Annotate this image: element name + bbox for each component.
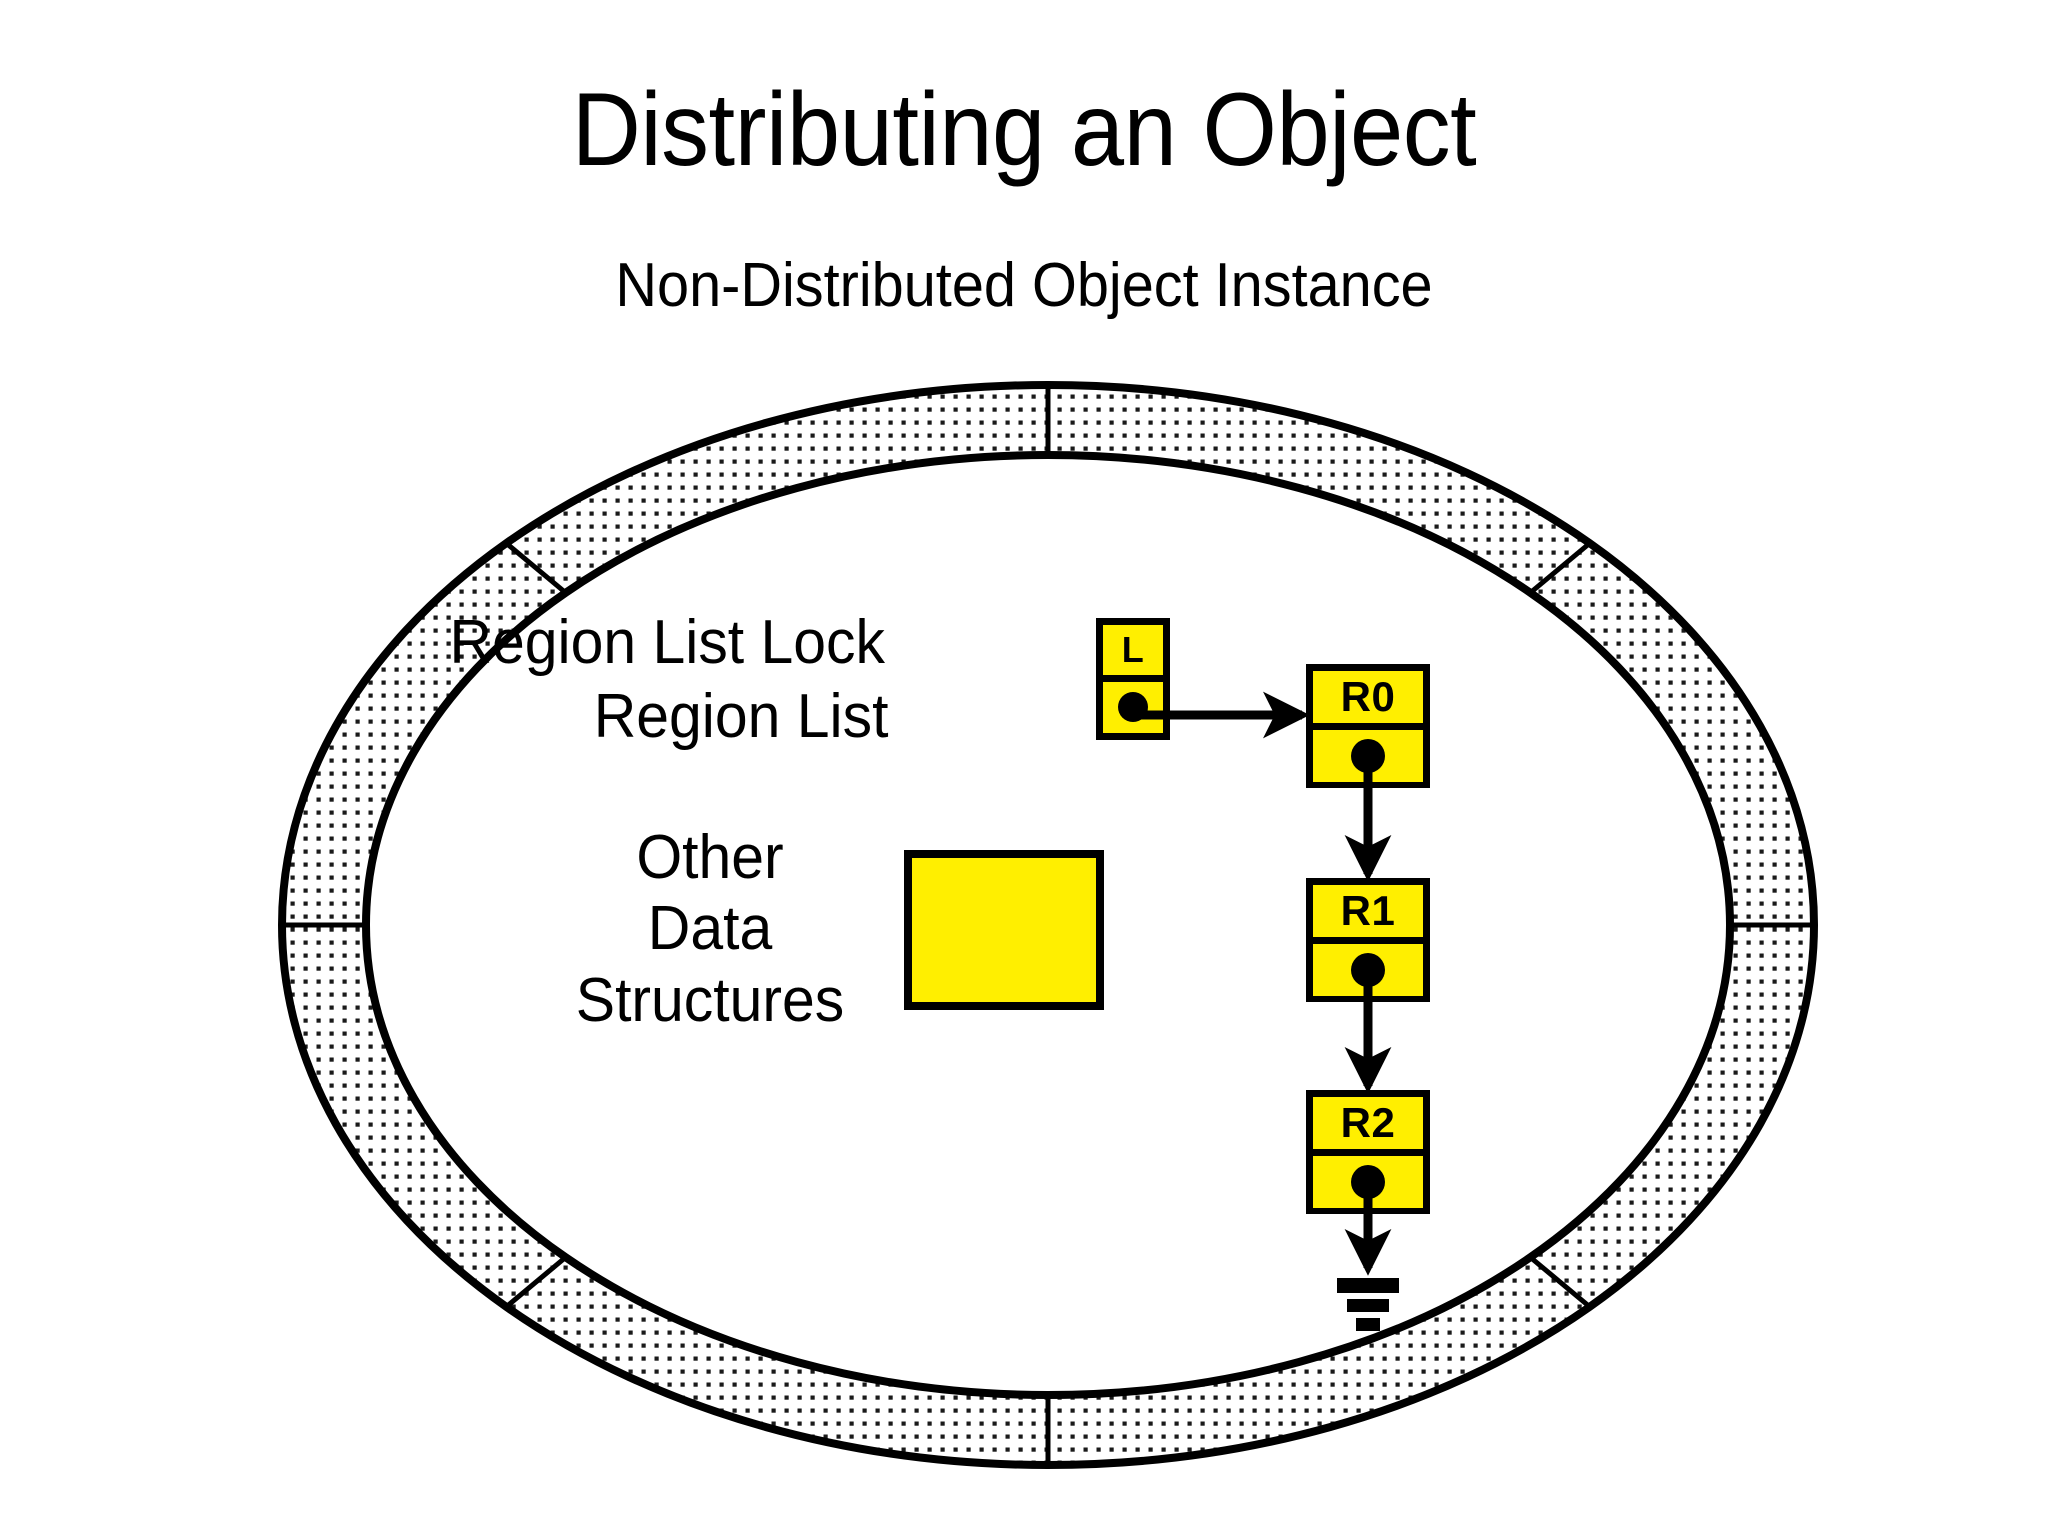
region-node-r2-next-pointer-cell: [1313, 1156, 1423, 1208]
region-node-r0-cell-divider: [1313, 723, 1423, 730]
region-node-r2-label: R2: [1313, 1097, 1423, 1149]
region-node-r1-next-pointer-cell: [1313, 944, 1423, 996]
region-list-lock-node[interactable]: L: [1096, 618, 1170, 740]
other-data-line-2: Data: [647, 894, 773, 964]
region-node-r1-cell-divider: [1313, 937, 1423, 944]
other-data-structures-block: [904, 850, 1104, 1010]
region-node-r0[interactable]: R0: [1306, 664, 1430, 788]
region-list-lock-label: Region List Lock: [449, 608, 885, 677]
boundary-outer-edge: [278, 381, 1818, 1469]
other-data-line-1: Other: [636, 823, 784, 892]
boundary-inner-edge: [362, 451, 1734, 1399]
other-data-line-3: Structures: [575, 965, 845, 1035]
lock-node-label: L: [1103, 625, 1163, 675]
region-node-r2-cell-divider: [1313, 1149, 1423, 1156]
other-data-structures-label: Other Data Structures: [568, 822, 853, 1036]
region-list-label: Region List: [593, 682, 889, 751]
pointer-dot-icon: [1351, 953, 1385, 987]
pointer-dot-icon: [1351, 739, 1385, 773]
lock-node-cell-divider: [1103, 675, 1163, 682]
region-node-r1[interactable]: R1: [1306, 878, 1430, 1002]
region-list-head-pointer-cell: [1103, 682, 1163, 732]
pointer-dot-icon: [1118, 692, 1148, 722]
region-node-r0-label: R0: [1313, 671, 1423, 723]
pointer-dot-icon: [1351, 1165, 1385, 1199]
region-node-r2[interactable]: R2: [1306, 1090, 1430, 1214]
region-node-r1-label: R1: [1313, 885, 1423, 937]
boundary-segment-dividers: [282, 385, 1814, 1465]
region-node-r0-next-pointer-cell: [1313, 730, 1423, 782]
